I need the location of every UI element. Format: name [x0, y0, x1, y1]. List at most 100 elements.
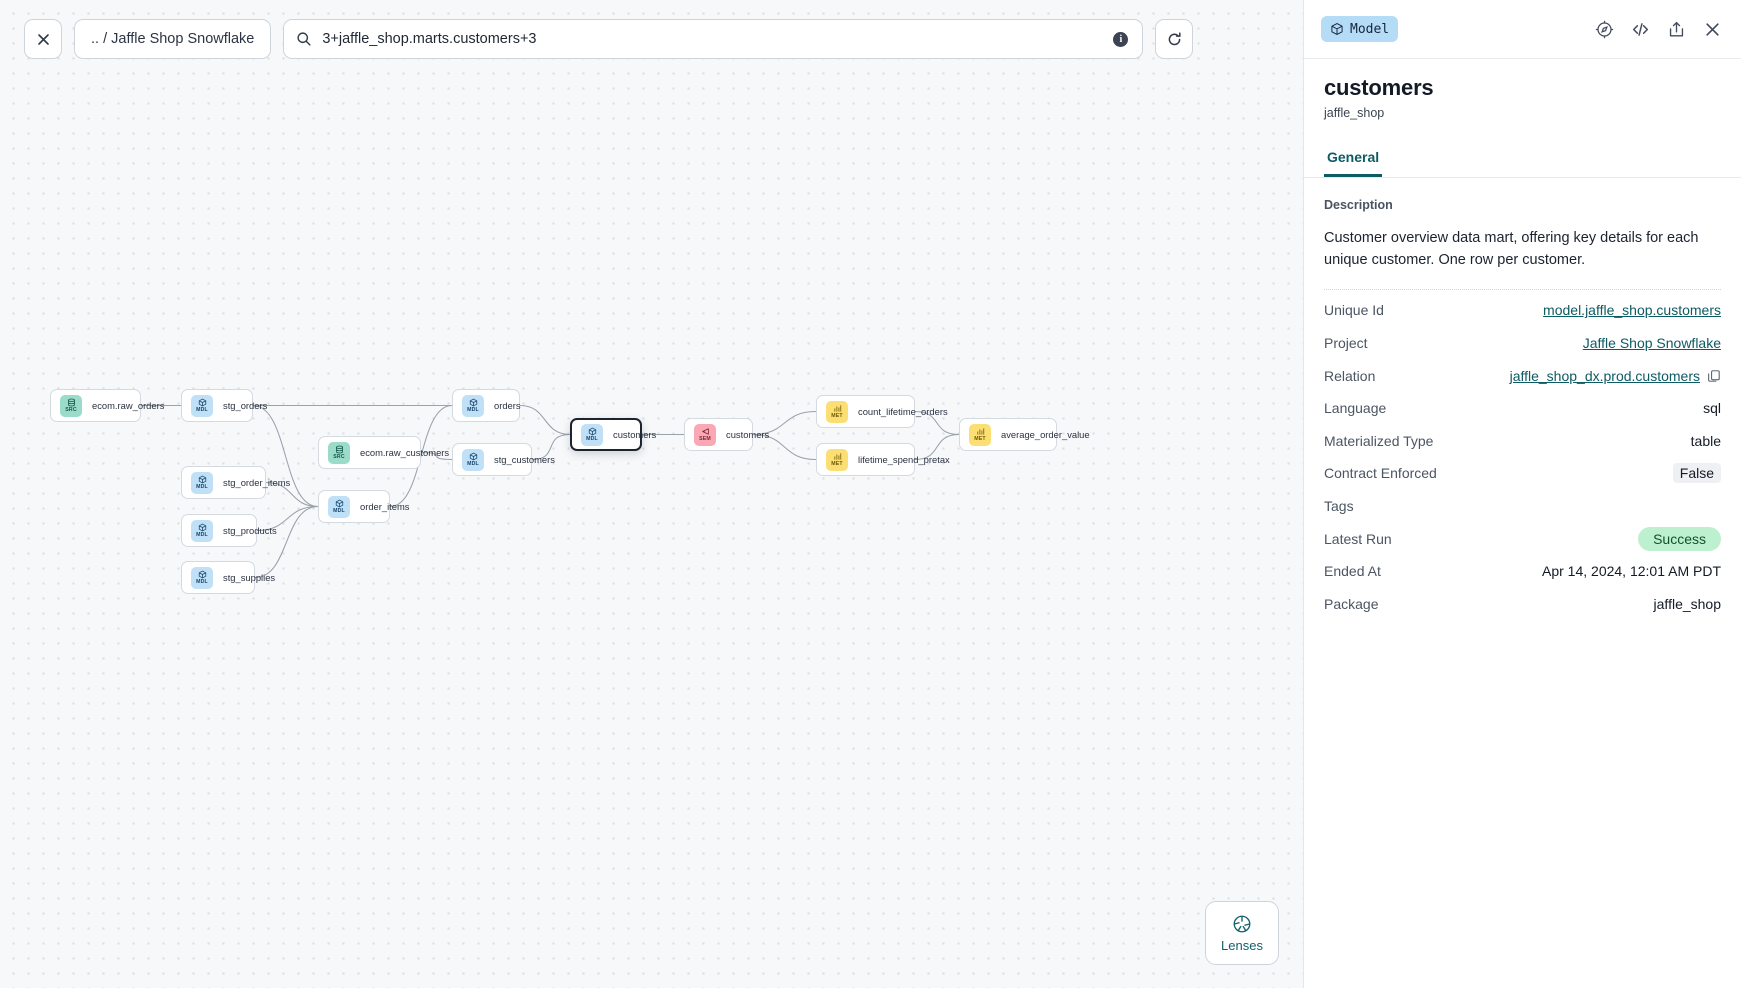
- description-text: Customer overview data mart, offering ke…: [1324, 230, 1699, 269]
- detail-value[interactable]: Jaffle Shop Snowflake: [1582, 334, 1721, 351]
- lenses-button[interactable]: Lenses: [1205, 901, 1279, 965]
- detail-key: Tags: [1324, 497, 1354, 514]
- lineage-node-stg_supplies[interactable]: MDL stg_supplies: [181, 561, 275, 594]
- node-label: stg_products: [223, 525, 277, 536]
- node-label: stg_order_items: [223, 477, 291, 488]
- detail-value: table: [1690, 432, 1721, 449]
- node-label: order_items: [360, 501, 410, 512]
- detail-value-wrap: Success: [1638, 526, 1721, 551]
- search-input[interactable]: 3+jaffle_shop.marts.customers+3 i: [283, 19, 1144, 59]
- detail-value[interactable]: model.jaffle_shop.customers: [1543, 302, 1721, 319]
- panel-header: customers jaffle_shop: [1304, 59, 1741, 120]
- cube-icon: [1331, 23, 1343, 35]
- lineage-edge: [254, 505, 319, 579]
- detail-value-wrap: jaffle_shop_dx.prod.customers: [1510, 368, 1721, 384]
- section-divider: [1324, 289, 1721, 291]
- detail-row: Project Jaffle Shop Snowflake: [1324, 327, 1721, 360]
- explore-button[interactable]: [1591, 16, 1617, 42]
- node-type-badge-src-icon: SRC: [328, 441, 350, 464]
- lineage-node-count_lifetime_orders[interactable]: MET count_lifetime_orders: [816, 395, 948, 428]
- node-label: customers: [726, 429, 770, 440]
- close-lineage-button[interactable]: [24, 19, 62, 59]
- detail-row: Package jaffle_shop: [1324, 587, 1721, 620]
- detail-key: Materialized Type: [1324, 432, 1434, 449]
- node-type-badge-mdl-icon: MDL: [581, 423, 603, 446]
- detail-row: Unique Id model.jaffle_shop.customers: [1324, 294, 1721, 327]
- lineage-node-customers_model[interactable]: MDL customers: [570, 418, 656, 451]
- share-icon: [1669, 21, 1683, 37]
- lineage-edge: [519, 404, 571, 436]
- lineage-node-lifetime_spend_pretax[interactable]: MET lifetime_spend_pretax: [816, 443, 950, 476]
- node-label: customers: [613, 429, 657, 440]
- refresh-button[interactable]: [1155, 19, 1194, 59]
- panel-body: Description Customer overview data mart,…: [1304, 178, 1741, 988]
- lineage-node-stg_order_items[interactable]: MDL stg_order_items: [181, 466, 290, 499]
- detail-value-wrap: table: [1691, 433, 1721, 449]
- detail-key: Unique Id: [1324, 302, 1384, 319]
- code-icon: [1632, 22, 1648, 36]
- copy-icon[interactable]: [1707, 369, 1721, 383]
- node-type-badge-sem-icon: SEM: [694, 423, 716, 446]
- node-type-badge[interactable]: Model: [1321, 16, 1399, 42]
- canvas-toolbar: .. / Jaffle Shop Snowflake 3+jaffle_shop…: [24, 19, 1194, 59]
- node-label: lifetime_spend_pretax: [858, 454, 950, 465]
- detail-value: sql: [1703, 400, 1721, 417]
- panel-tabs: General: [1304, 142, 1741, 178]
- node-label: count_lifetime_orders: [858, 406, 948, 417]
- node-type-badge-met-icon: MET: [826, 448, 848, 471]
- node-label: stg_customers: [494, 454, 555, 465]
- close-icon: [1705, 22, 1719, 36]
- node-type-badge-met-icon: MET: [969, 423, 991, 446]
- detail-key: Contract Enforced: [1324, 465, 1437, 482]
- node-type-badge-met-icon: MET: [826, 400, 848, 423]
- detail-value-wrap: sql: [1703, 400, 1721, 416]
- share-button[interactable]: [1663, 16, 1689, 42]
- info-icon[interactable]: i: [1113, 31, 1129, 47]
- node-type-badge-mdl-icon: MDL: [191, 566, 213, 589]
- detail-key: Project: [1324, 334, 1368, 351]
- tab-general[interactable]: General: [1324, 142, 1383, 177]
- detail-key: Package: [1324, 595, 1379, 612]
- detail-value-wrap: False: [1672, 463, 1721, 484]
- detail-row: Contract Enforced False: [1324, 457, 1721, 490]
- lineage-node-average_order_value[interactable]: MET average_order_value: [959, 418, 1090, 451]
- lineage-node-order_items[interactable]: MDL order_items: [318, 490, 410, 523]
- detail-value: Success: [1638, 526, 1721, 551]
- detail-value-wrap: jaffle_shop: [1654, 596, 1721, 612]
- detail-row: Materialized Type table: [1324, 424, 1721, 457]
- detail-value-wrap: Apr 14, 2024, 12:01 AM PDT: [1542, 563, 1721, 579]
- node-label: average_order_value: [1001, 429, 1090, 440]
- breadcrumb[interactable]: .. / Jaffle Shop Snowflake: [74, 19, 272, 59]
- node-label: orders: [494, 400, 521, 411]
- node-type-badge-src-icon: SRC: [60, 394, 82, 417]
- panel-toolbar: Model: [1304, 0, 1741, 59]
- refresh-icon: [1168, 31, 1181, 45]
- detail-value: jaffle_shop: [1653, 595, 1721, 612]
- lineage-node-ecom_raw_customers[interactable]: SRC ecom.raw_customers: [318, 436, 449, 469]
- lineage-canvas[interactable]: .. / Jaffle Shop Snowflake 3+jaffle_shop…: [0, 0, 1303, 988]
- detail-value-wrap: Jaffle Shop Snowflake: [1583, 335, 1721, 351]
- detail-value[interactable]: jaffle_shop_dx.prod.customers: [1509, 367, 1700, 384]
- lineage-node-customers_semantic[interactable]: SEM customers: [684, 418, 769, 451]
- node-label: ecom.raw_customers: [360, 447, 450, 458]
- node-label: stg_supplies: [223, 572, 276, 583]
- view-code-button[interactable]: [1627, 16, 1653, 42]
- close-icon: [37, 33, 49, 45]
- detail-key: Language: [1324, 400, 1387, 417]
- node-type-badge-mdl-icon: MDL: [328, 495, 350, 518]
- node-type-badge-mdl-icon: MDL: [191, 471, 213, 494]
- detail-value: Apr 14, 2024, 12:01 AM PDT: [1542, 563, 1721, 580]
- close-panel-button[interactable]: [1699, 16, 1725, 42]
- node-type-badge-mdl-icon: MDL: [191, 394, 213, 417]
- page-subtitle: jaffle_shop: [1324, 106, 1385, 120]
